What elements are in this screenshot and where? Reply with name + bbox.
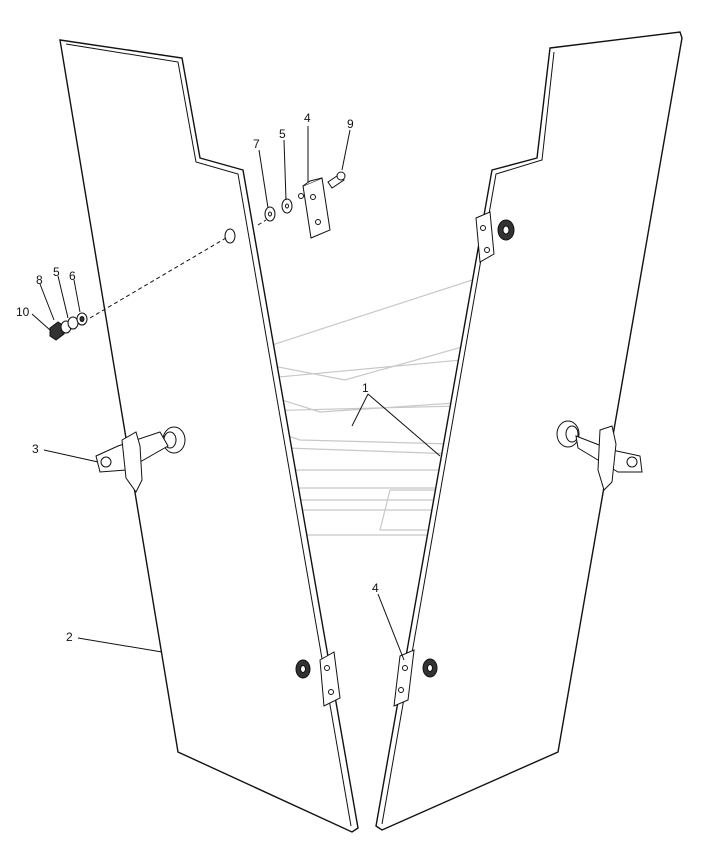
bracket-right-upper xyxy=(475,211,515,263)
nut-washer-stack xyxy=(49,312,88,341)
callout-8: 8 xyxy=(36,273,43,287)
callout-5-left: 5 xyxy=(53,265,60,279)
callout-9: 9 xyxy=(347,117,354,131)
mounting-hole xyxy=(224,228,236,244)
callout-2: 2 xyxy=(66,630,73,644)
right-door-panel xyxy=(375,31,683,831)
callout-7: 7 xyxy=(253,137,260,151)
callout-3: 3 xyxy=(32,442,39,456)
left-door-panel xyxy=(59,39,359,833)
bracket-left-lower xyxy=(295,651,341,707)
callout-1: 1 xyxy=(362,381,369,395)
leader-lines xyxy=(31,126,441,661)
latch-handle-left xyxy=(95,426,186,493)
callout-6: 6 xyxy=(69,269,76,283)
callout-5-top: 5 xyxy=(279,127,286,141)
latch-handle-right xyxy=(556,420,643,491)
callout-4-bottom: 4 xyxy=(372,581,379,595)
callout-4-top: 4 xyxy=(304,111,311,125)
callout-10: 10 xyxy=(16,305,30,319)
assembly-axis-line-upper xyxy=(257,219,267,226)
washer-upper xyxy=(264,198,293,222)
bolt-screw xyxy=(327,171,346,189)
bracket-upper-exploded xyxy=(298,177,331,239)
bracket-right-lower xyxy=(393,649,438,707)
assembly-axis-line xyxy=(89,237,227,319)
